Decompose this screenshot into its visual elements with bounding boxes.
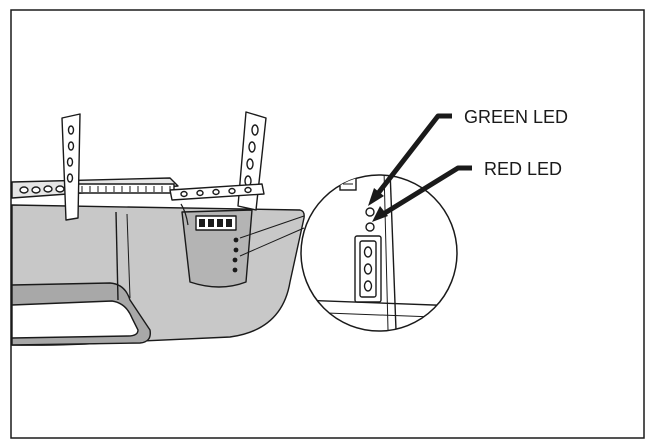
red-led-arrow [372,165,472,222]
housing-light-lens [11,300,139,339]
red-led-indicator [365,222,375,232]
green-led-label: GREEN LED [464,107,568,127]
left-hanger-bracket [61,113,81,221]
housing-seam [115,211,119,301]
rail-chain [77,183,175,194]
red-led-label: RED LED [484,159,562,179]
panel-led-dots [232,237,239,273]
detail-leader-top [239,215,305,239]
wire [180,203,189,226]
detail-leader-bottom [239,227,305,257]
green-led-arrow [368,113,452,206]
green-led-indicator [365,207,375,217]
garage-door-opener-unit [11,111,305,346]
led-detail-callout [300,174,458,332]
